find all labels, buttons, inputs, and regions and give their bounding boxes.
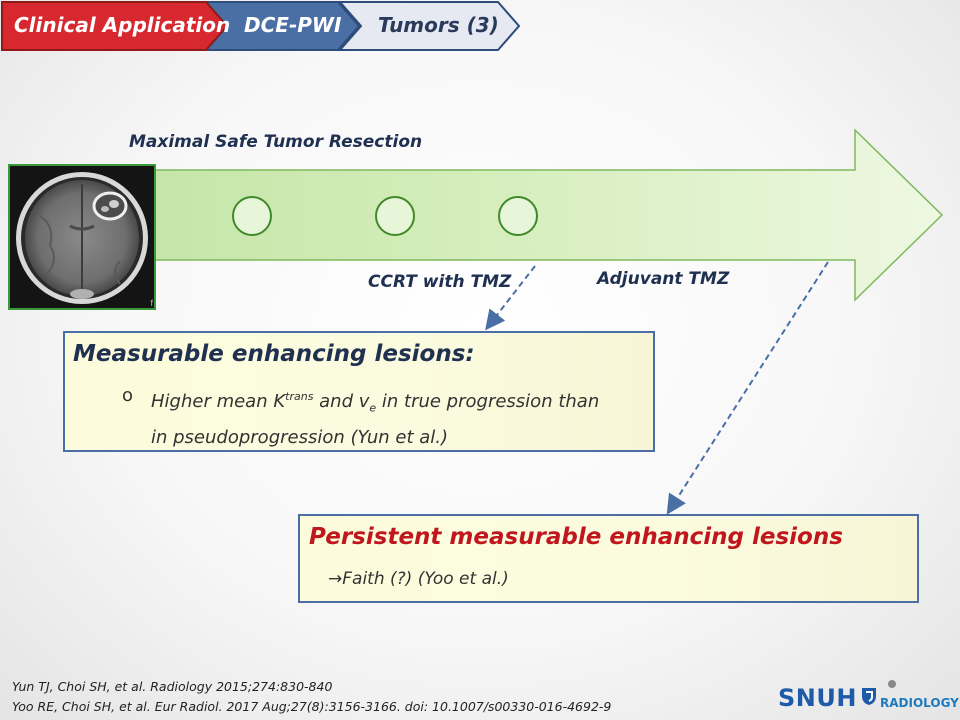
box1-title: Measurable enhancing lesions:	[73, 341, 475, 367]
reference-1: Yun TJ, Choi SH, et al. Radiology 2015;2…	[12, 679, 332, 694]
box1-line2: in pseudoprogression (Yun et al.)	[151, 423, 651, 452]
logo-dot-icon	[888, 680, 896, 688]
right-arrow-icon: →	[328, 569, 342, 589]
box2-title: Persistent measurable enhancing lesions	[309, 524, 843, 550]
arrow-to-box1	[490, 266, 535, 324]
bullet-marker: o	[122, 385, 133, 406]
persistent-lesions-box: Persistent measurable enhancing lesions …	[298, 514, 919, 603]
measurable-lesions-box: Measurable enhancing lesions: o Higher m…	[63, 331, 655, 452]
box1-bullet: Higher mean Ktrans and ve in true progre…	[151, 382, 651, 452]
reference-2: Yoo RE, Choi SH, et al. Eur Radiol. 2017…	[12, 699, 611, 714]
logo-subtitle: RADIOLOGY	[880, 696, 959, 710]
arrow-to-box2	[671, 262, 828, 508]
box1-line1: Higher mean Ktrans and ve in true progre…	[151, 382, 651, 423]
shield-icon	[860, 686, 878, 706]
box2-text: →Faith (?) (Yoo et al.)	[328, 565, 509, 594]
logo-name: SNUH	[778, 684, 857, 712]
